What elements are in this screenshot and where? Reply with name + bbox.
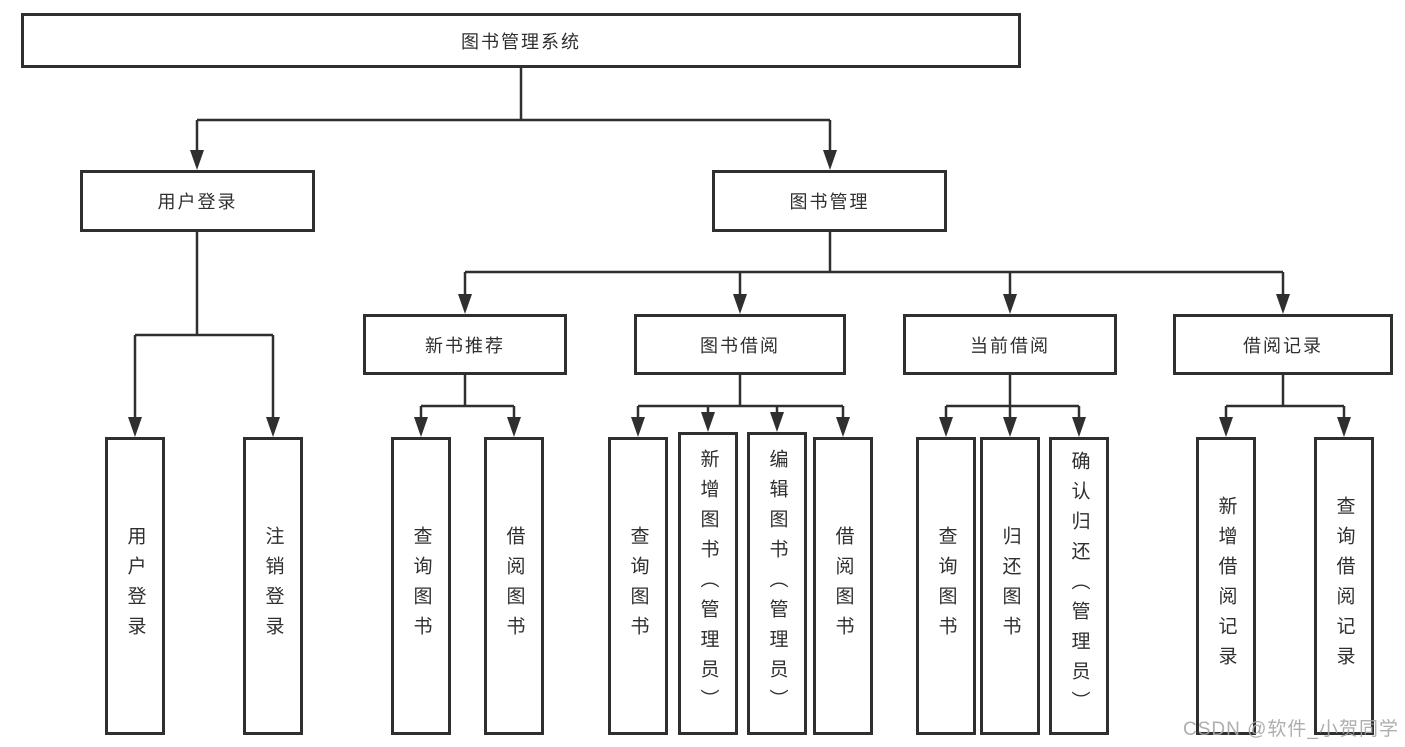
arrowhead-icon	[1003, 417, 1017, 437]
node-label-user-login-leaf: 用户登录	[124, 526, 146, 646]
node-label-current-borrowing: 当前借阅	[970, 335, 1050, 356]
node-user-login: 用户登录	[80, 170, 315, 232]
node-confirm-return-admin: 确认归还（管理员）	[1049, 437, 1109, 735]
node-add-borrow-record: 新增借阅记录	[1196, 437, 1256, 735]
node-label-borrow-books-2: 借阅图书	[832, 526, 854, 646]
node-query-books-3: 查询图书	[916, 437, 976, 735]
node-label-book-borrowing: 图书借阅	[700, 335, 780, 356]
node-label-borrowing-records: 借阅记录	[1243, 335, 1323, 356]
arrowhead-icon	[1003, 294, 1017, 314]
arrowhead-icon	[1337, 417, 1351, 437]
node-label-query-books-3: 查询图书	[935, 526, 957, 646]
arrowhead-icon	[701, 412, 715, 432]
node-label-return-books: 归还图书	[999, 526, 1021, 646]
arrowhead-icon	[266, 417, 280, 437]
node-label-query-books-2: 查询图书	[627, 526, 649, 646]
arrowhead-icon	[939, 417, 953, 437]
node-label-book-management: 图书管理	[789, 192, 870, 212]
node-new-book-recommendation: 新书推荐	[363, 314, 567, 375]
node-label-logout: 注销登录	[262, 526, 284, 646]
node-label-query-borrow-record: 查询借阅记录	[1333, 496, 1355, 676]
node-label-new-book-recommendation: 新书推荐	[425, 335, 505, 356]
node-logout: 注销登录	[243, 437, 303, 735]
node-label-user-login: 用户登录	[157, 192, 238, 212]
arrowhead-icon	[1219, 417, 1233, 437]
arrowhead-icon	[770, 412, 784, 432]
node-book-management: 图书管理	[712, 170, 947, 232]
arrowhead-icon	[836, 417, 850, 437]
node-label-confirm-return-admin: 确认归还（管理员）	[1068, 451, 1090, 721]
node-label-library-management-system: 图书管理系统	[461, 31, 581, 52]
arrowhead-icon	[631, 417, 645, 437]
node-query-borrow-record: 查询借阅记录	[1314, 437, 1374, 735]
arrowhead-icon	[823, 150, 837, 170]
arrowhead-icon	[414, 417, 428, 437]
node-query-books-1: 查询图书	[391, 437, 451, 735]
node-current-borrowing: 当前借阅	[903, 314, 1117, 375]
node-label-add-borrow-record: 新增借阅记录	[1215, 496, 1237, 676]
arrowhead-icon	[507, 417, 521, 437]
node-label-edit-book-admin: 编辑图书（管理员）	[766, 448, 788, 719]
arrowhead-icon	[1276, 294, 1290, 314]
node-borrowing-records: 借阅记录	[1173, 314, 1393, 375]
node-library-management-system: 图书管理系统	[21, 13, 1021, 68]
node-borrow-books-1: 借阅图书	[484, 437, 544, 735]
node-borrow-books-2: 借阅图书	[813, 437, 873, 735]
node-query-books-2: 查询图书	[608, 437, 668, 735]
watermark: CSDN @软件_小贺同学	[1183, 719, 1399, 740]
node-return-books: 归还图书	[980, 437, 1040, 735]
arrowhead-icon	[128, 417, 142, 437]
node-label-borrow-books-1: 借阅图书	[503, 526, 525, 646]
arrowhead-icon	[190, 150, 204, 170]
node-add-book-admin: 新增图书（管理员）	[678, 432, 738, 735]
node-edit-book-admin: 编辑图书（管理员）	[747, 432, 807, 735]
arrowhead-icon	[733, 294, 747, 314]
node-book-borrowing: 图书借阅	[634, 314, 846, 375]
arrowhead-icon	[458, 294, 472, 314]
node-label-query-books-1: 查询图书	[410, 526, 432, 646]
node-user-login-leaf: 用户登录	[105, 437, 165, 735]
arrowhead-icon	[1072, 417, 1086, 437]
node-label-add-book-admin: 新增图书（管理员）	[697, 448, 719, 719]
